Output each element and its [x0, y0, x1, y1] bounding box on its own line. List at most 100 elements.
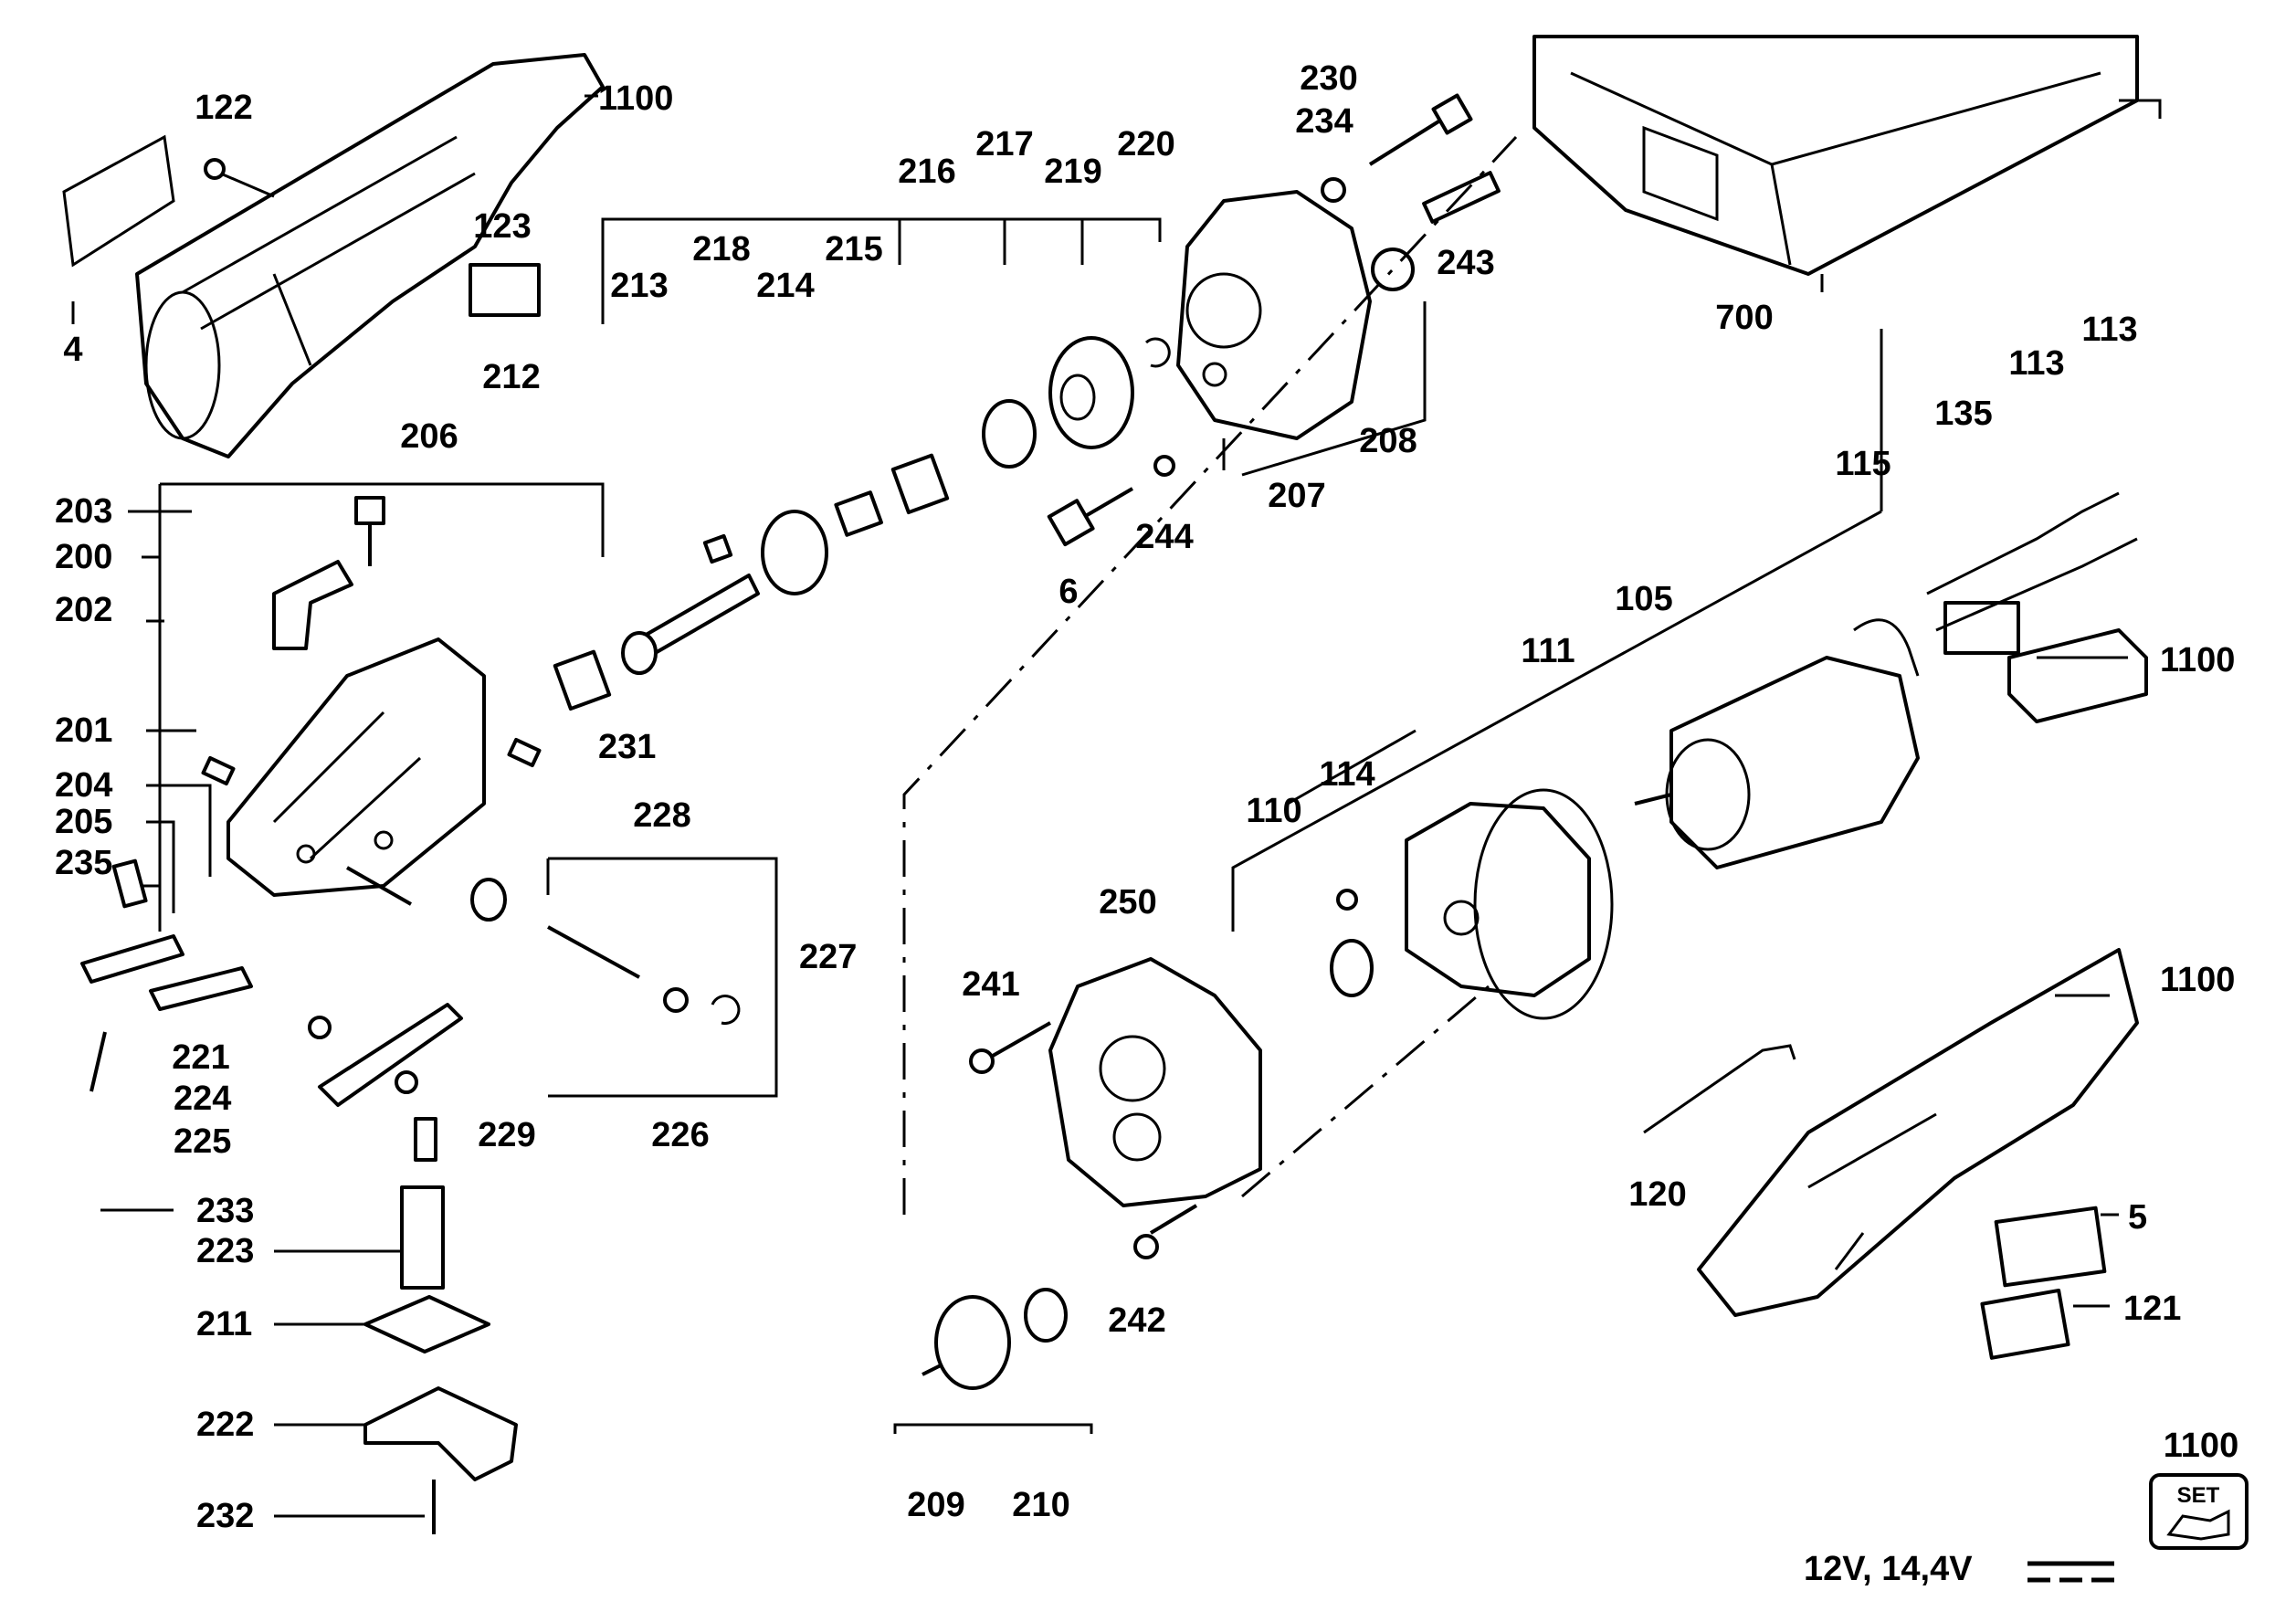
screw-203: [354, 496, 385, 566]
motor-endcap-111: [1405, 788, 1614, 1020]
needle-bearing-206: [553, 649, 612, 711]
part-label: 135: [1934, 395, 1992, 433]
bearing-214: [761, 510, 828, 595]
bearing-210: [1024, 1288, 1068, 1343]
screw-6: [1047, 487, 1134, 547]
housing-half-bottom: [1697, 948, 2139, 1317]
dc-symbol-icon: [2027, 1561, 2114, 1583]
part-label: 220: [1117, 125, 1174, 163]
part-label: 218: [692, 230, 750, 269]
group-lines: [142, 135, 1883, 1434]
part-label: 4: [63, 331, 82, 369]
wire-115: [1853, 618, 1920, 677]
part-label: 221: [172, 1038, 229, 1077]
part-label: 219: [1044, 153, 1101, 191]
part-label: 209: [907, 1486, 964, 1524]
part-labels: 4 5 6 105 110 111 113 113 114 115 120 12…: [55, 59, 2238, 1535]
part-label: 205: [55, 803, 112, 841]
gear-219: [1048, 336, 1134, 449]
screw-241: [969, 1021, 1051, 1074]
part-label: 206: [400, 417, 458, 456]
part-label: 235: [55, 844, 112, 882]
part-label: 5: [2128, 1198, 2147, 1237]
part-label: 244: [1135, 518, 1193, 556]
blade-221b: [149, 966, 253, 1011]
part-label: 114: [1319, 755, 1374, 794]
part-label: 216: [898, 153, 955, 191]
screw-204: [346, 866, 412, 906]
part-label: 222: [196, 1406, 254, 1444]
part-label: 214: [756, 267, 814, 305]
lever-224: [318, 1003, 463, 1107]
washer-226: [663, 987, 689, 1013]
bushing-215: [834, 490, 883, 537]
circlip-220: [1144, 337, 1171, 368]
gear-housing-207: [1176, 190, 1372, 440]
key-218: [702, 533, 733, 564]
part-label: 228: [633, 796, 690, 835]
button-121: [1980, 1288, 2070, 1360]
pin-231: [507, 737, 542, 768]
part-label: 242: [1108, 1301, 1165, 1340]
part-label: 203: [55, 492, 112, 531]
part-label: 1100: [2160, 961, 2235, 999]
part-label: 123: [473, 207, 531, 246]
part-label: 232: [196, 1497, 254, 1535]
screw-114: [1336, 889, 1358, 911]
part-label: 241: [962, 965, 1019, 1004]
bearing-110: [1330, 939, 1374, 997]
part-label: 700: [1715, 299, 1773, 337]
wire-113b: [1935, 537, 2138, 632]
part-label: 229: [478, 1116, 535, 1154]
stud-225: [414, 1117, 437, 1162]
needle-bearing-216: [890, 453, 950, 515]
voltage-note: 12V, 14,4V: [1804, 1550, 1973, 1588]
part-202: [272, 560, 353, 650]
part-label: 243: [1437, 244, 1494, 282]
washer-244: [1153, 455, 1175, 477]
leader-lines: [71, 94, 2162, 1518]
housing-half-top: [62, 53, 605, 458]
part-label: 225: [174, 1122, 231, 1161]
plate-211: [363, 1295, 490, 1353]
spring-223: [400, 1185, 445, 1290]
part-label: 1100: [598, 79, 673, 118]
clip-120: [1643, 1044, 1796, 1134]
screw-122: [204, 158, 275, 198]
wire-113a: [1926, 491, 2120, 595]
shoe-222: [363, 1386, 518, 1481]
part-label: 201: [55, 711, 112, 750]
screw-242: [1133, 1204, 1198, 1259]
set-badge-text: SET: [2177, 1483, 2220, 1508]
pin-235: [111, 858, 148, 909]
shaft-213: [621, 574, 760, 675]
part-label: 231: [598, 728, 656, 766]
part-123: [469, 263, 541, 317]
part-label: 208: [1359, 422, 1417, 460]
pin-201: [201, 755, 236, 786]
part-label: 121: [2123, 1290, 2181, 1328]
part-label: 233: [196, 1192, 254, 1230]
part-label: 111: [1521, 632, 1575, 670]
washer-217: [982, 399, 1037, 469]
part-label: 110: [1246, 792, 1301, 830]
part-label: 230: [1300, 59, 1357, 98]
part-label: 250: [1099, 883, 1156, 922]
carry-case-700: [1532, 35, 2139, 276]
part-label: 217: [975, 125, 1033, 163]
part-label: 215: [825, 230, 882, 269]
part-label: 226: [651, 1116, 709, 1154]
part-label: 234: [1295, 102, 1353, 141]
label-5: [1994, 1206, 2107, 1288]
set-badge: SET: [2149, 1473, 2249, 1550]
pin-228: [547, 925, 640, 979]
part-label: 210: [1012, 1486, 1069, 1524]
part-label: 1100: [2160, 641, 2235, 679]
part-label: 6: [1058, 573, 1078, 611]
washer-229a: [308, 1016, 332, 1039]
part-label: 105: [1615, 580, 1672, 618]
blade-221a: [80, 934, 184, 984]
part-label: 115: [1835, 445, 1891, 483]
part-label: 207: [1268, 477, 1325, 515]
part-label: 227: [799, 938, 857, 976]
